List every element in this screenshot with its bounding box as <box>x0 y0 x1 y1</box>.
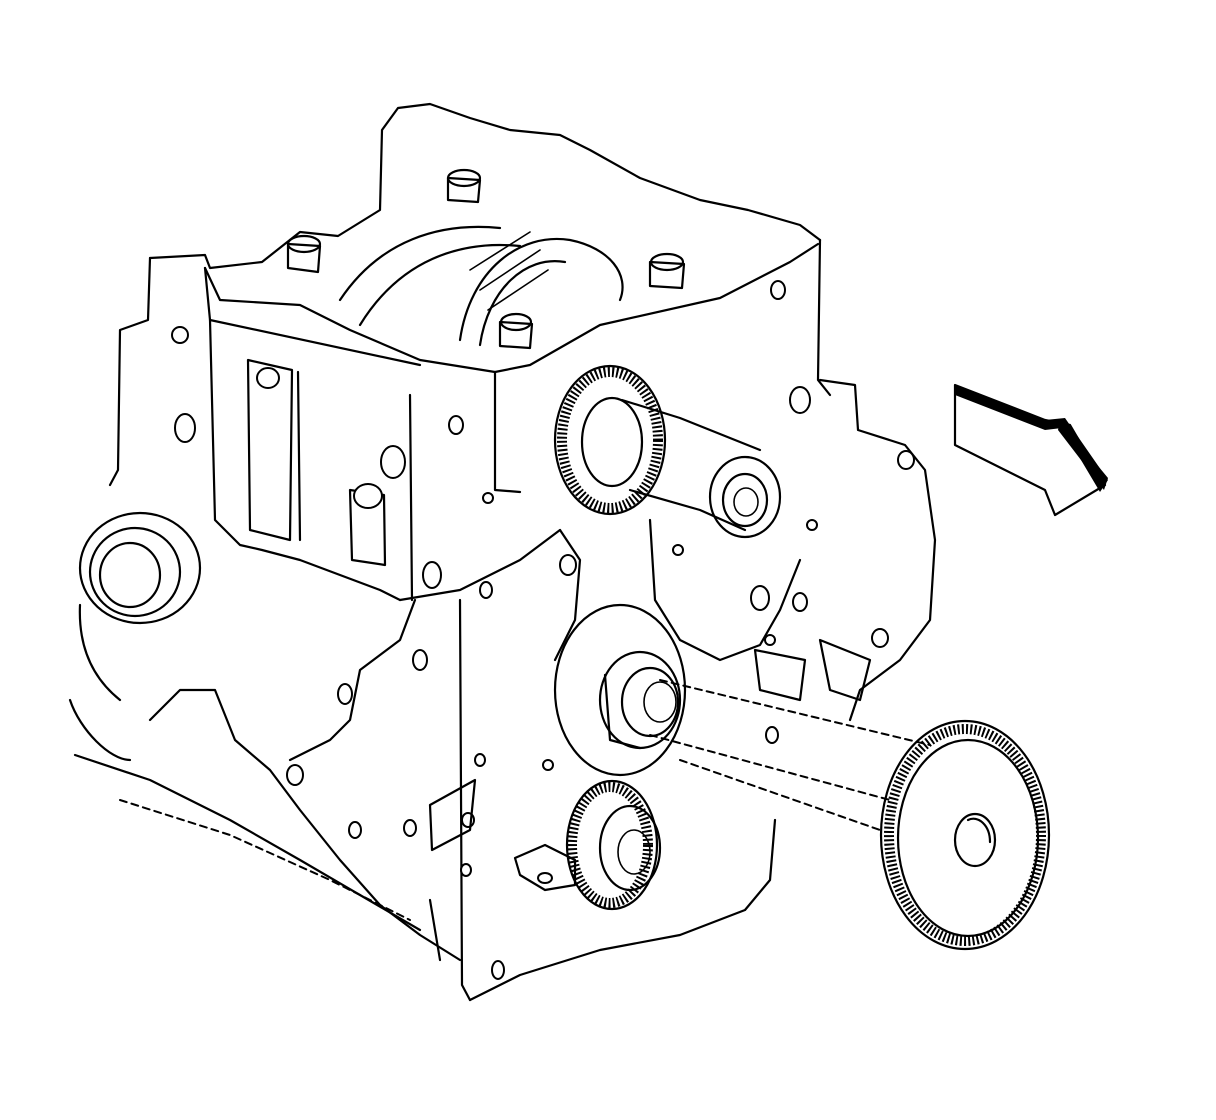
engine-block <box>68 102 937 1002</box>
camshaft-sprocket <box>553 364 782 539</box>
head-bolts <box>286 168 686 350</box>
crankshaft-gear <box>513 779 662 911</box>
direction-arrow <box>953 383 1108 517</box>
alignment-lines <box>649 679 931 831</box>
balance-shaft-gear <box>879 719 1051 951</box>
crankshaft-hub <box>553 603 687 777</box>
rear-seal <box>78 511 202 702</box>
bolt-holes <box>286 280 915 980</box>
